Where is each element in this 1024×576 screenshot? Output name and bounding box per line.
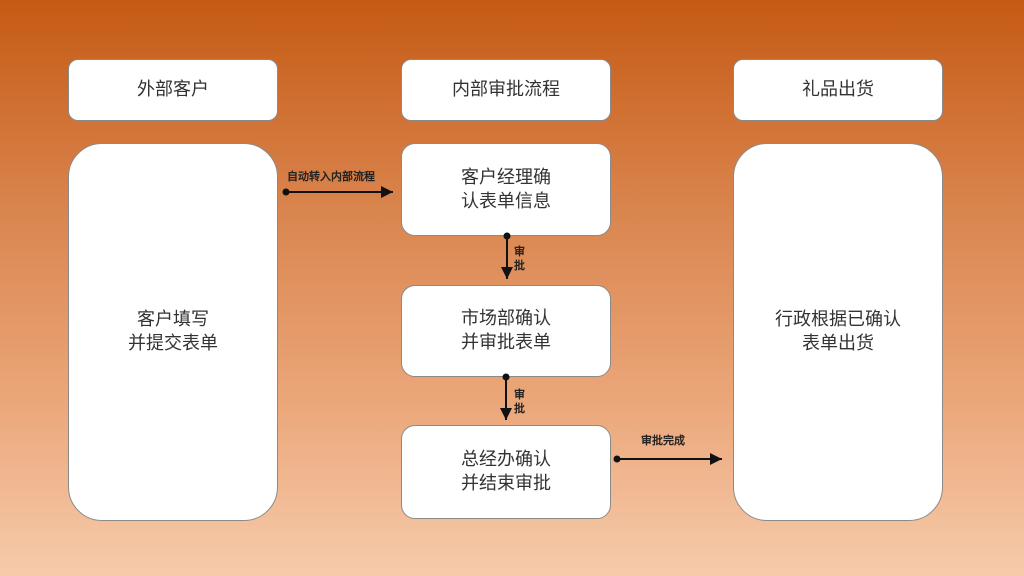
box-text: 并提交表单 [128,333,218,354]
label-approve-2a: 审 [514,388,525,401]
label-approve-2b: 批 [514,402,525,415]
box-text: 认表单信息 [461,190,551,212]
box-text: 客户经理确 [461,166,551,188]
arrow-to-internal [282,186,393,198]
customer-submit-box: 客户填写并提交表单 [68,143,278,521]
box-text: 并结束审批 [461,473,551,494]
header-label: 内部审批流程 [452,79,560,100]
header-external-customer: 外部客户 [68,59,278,121]
step-general-office: 总经办确认并结束审批 [401,425,611,519]
header-internal-process: 内部审批流程 [401,59,611,121]
box-text: 市场部确认 [461,308,551,329]
header-label: 礼品出货 [802,79,874,100]
label-auto-transfer: 自动转入内部流程 [287,170,375,183]
arrow-approve-1 [501,232,513,279]
header-gift-shipping: 礼品出货 [733,59,943,121]
box-text: 客户填写 [137,309,209,330]
box-text: 表单出货 [802,333,874,354]
step-account-manager: 客户经理确认表单信息 [401,143,611,236]
shipping-box: 行政根据已确认表单出货 [733,143,943,521]
label-approve-1a: 审 [514,245,525,258]
box-text: 行政根据已确认 [775,309,901,330]
box-text: 并审批表单 [461,332,551,353]
arrow-approve-2 [500,373,512,420]
box-text: 总经办确认 [461,449,551,470]
arrow-complete [613,453,722,465]
header-label: 外部客户 [137,79,209,100]
label-approval-complete: 审批完成 [641,434,685,447]
label-approve-1b: 批 [514,259,525,272]
